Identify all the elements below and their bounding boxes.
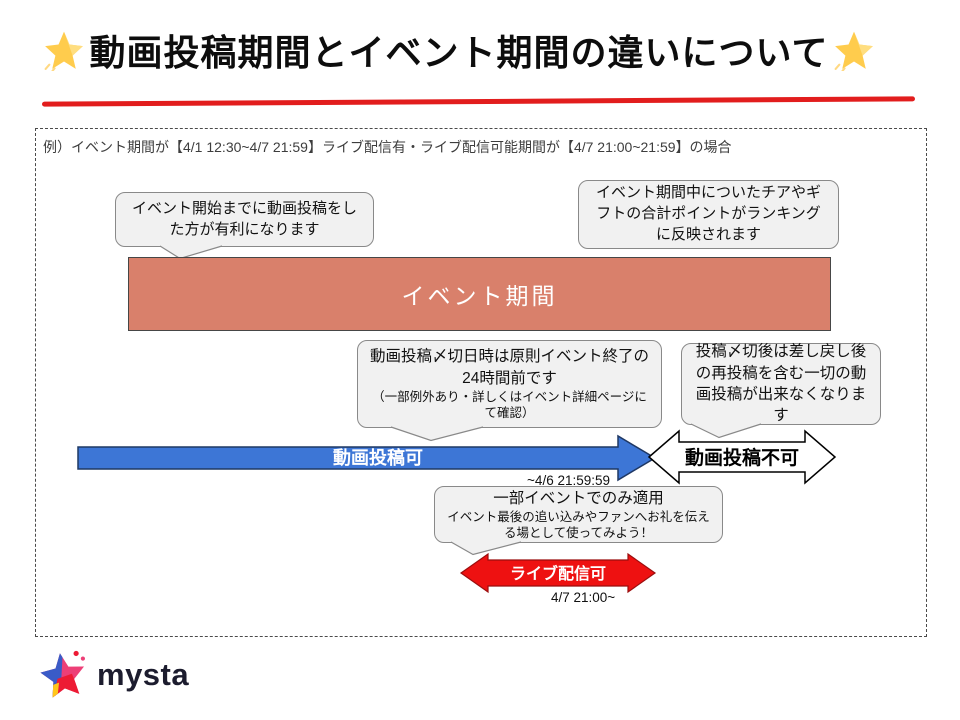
callout-ranking: イベント期間中についたチアやギフトの合計ポイントがランキングに反映されます <box>578 180 839 249</box>
mysta-logo: mysta <box>38 650 190 699</box>
callout-deadline-sub: （一部例外あり・詳しくはイベント詳細ページにて確認） <box>372 390 647 421</box>
glowing-star-icon <box>44 31 83 71</box>
callout-live-sub: イベント最後の追い込みやファンへお礼を伝える場として使ってみよう！ <box>447 509 710 541</box>
callout-after-deadline-text: 投稿〆切後は差し戻し後の再投稿を含む一切の動画投稿が出来なくなります <box>695 343 867 425</box>
callout-deadline-main: 動画投稿〆切日時は原則イベント終了の24時間前です <box>369 348 649 387</box>
video-deadline-label: ~4/6 21:59:59 <box>527 473 610 488</box>
page-title: 動画投稿期間とイベント期間の違いについて <box>0 24 918 76</box>
example-note: 例）イベント期間が【4/1 12:30~4/7 21:59】ライブ配信有・ライブ… <box>43 139 732 155</box>
logo-text: mysta <box>97 657 190 692</box>
callout-tail <box>690 423 762 439</box>
live-ok-arrow: ライブ配信可 <box>459 552 657 594</box>
event-period-label: イベント期間 <box>401 283 558 309</box>
callout-tail <box>450 541 522 556</box>
callout-live: 一部イベントでのみ適用 イベント最後の追い込みやファンへお礼を伝える場として使っ… <box>434 486 723 543</box>
video-post-ok-arrow: 動画投稿可 <box>77 434 657 482</box>
callout-deadline: 動画投稿〆切日時は原則イベント終了の24時間前です （一部例外あり・詳しくはイベ… <box>357 340 662 428</box>
callout-pre-event-text: イベント開始までに動画投稿をした方が有利になります <box>131 199 357 238</box>
callout-after-deadline: 投稿〆切後は差し戻し後の再投稿を含む一切の動画投稿が出来なくなります <box>681 343 881 425</box>
video-post-ok-label: 動画投稿可 <box>333 447 423 468</box>
mysta-star-icon <box>38 650 88 699</box>
video-post-ng-label: 動画投稿不可 <box>685 446 799 469</box>
callout-tail <box>390 426 484 442</box>
live-start-label: 4/7 21:00~ <box>551 590 616 605</box>
diagram-frame <box>35 128 927 637</box>
live-ok-label: ライブ配信可 <box>510 564 606 583</box>
glowing-star-icon <box>835 31 874 71</box>
callout-ranking-text: イベント期間中についたチアやギフトの合計ポイントがランキングに反映されます <box>595 184 821 243</box>
red-divider-line <box>41 96 916 107</box>
video-post-ng-arrow: 動画投稿不可 <box>647 429 837 485</box>
event-period-bar: イベント期間 <box>128 257 831 331</box>
callout-pre-event: イベント開始までに動画投稿をした方が有利になります <box>115 192 374 247</box>
title-text: 動画投稿期間とイベント期間の違いについて <box>89 32 829 73</box>
callout-live-main: 一部イベントでのみ適用 <box>493 489 664 507</box>
